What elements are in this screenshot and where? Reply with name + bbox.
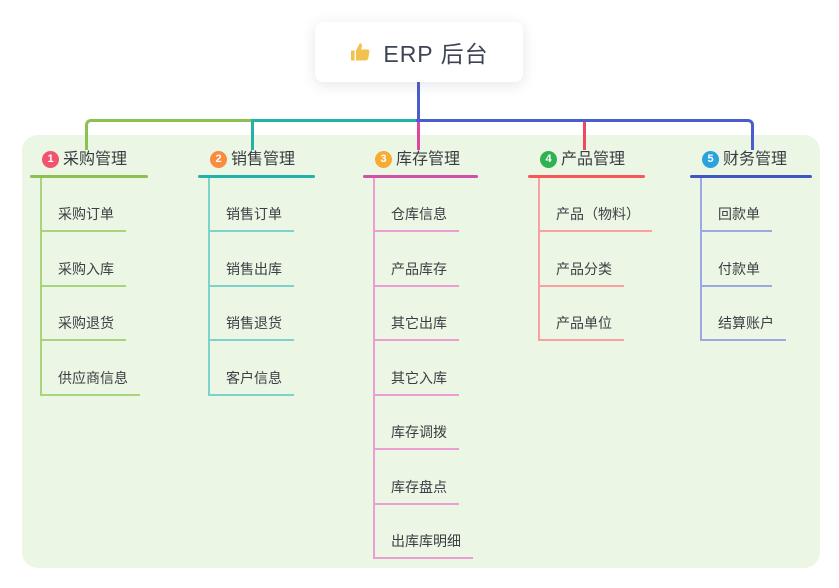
- child-underline: [373, 503, 459, 505]
- child-underline: [538, 285, 624, 287]
- child-node[interactable]: 产品库存: [391, 261, 447, 277]
- branch-badge-5: 5: [702, 151, 719, 168]
- child-node[interactable]: 采购入库: [58, 261, 114, 277]
- branch-badge-2: 2: [210, 151, 227, 168]
- branch-node-5[interactable]: 财务管理: [723, 151, 788, 168]
- child-node[interactable]: 采购订单: [58, 206, 114, 222]
- branch-trunk-line: [700, 178, 702, 341]
- thumbs-up-icon: [349, 40, 373, 64]
- child-node[interactable]: 回款单: [718, 206, 760, 222]
- root-connector-line: [417, 82, 420, 120]
- branch-badge-4: 4: [540, 151, 557, 168]
- child-node[interactable]: 付款单: [718, 261, 760, 277]
- child-node[interactable]: 结算账户: [718, 315, 774, 331]
- child-node[interactable]: 销售出库: [226, 261, 282, 277]
- branch-underline: [30, 175, 148, 178]
- child-node[interactable]: 仓库信息: [391, 206, 447, 222]
- child-node[interactable]: 销售退货: [226, 315, 282, 331]
- child-node[interactable]: 采购退货: [58, 315, 114, 331]
- branch-trunk-line: [538, 178, 540, 341]
- branch-trunk-line: [208, 178, 210, 396]
- bus-segment-right: [416, 119, 754, 150]
- child-underline: [373, 230, 459, 232]
- branch-badge-3: 3: [375, 151, 392, 168]
- child-underline: [208, 285, 294, 287]
- child-underline: [373, 448, 459, 450]
- child-underline: [538, 339, 624, 341]
- branch-node-4[interactable]: 产品管理: [561, 151, 626, 168]
- child-node[interactable]: 产品单位: [556, 315, 612, 331]
- child-underline: [538, 230, 652, 232]
- branch-trunk-line: [40, 178, 42, 396]
- child-underline: [40, 230, 126, 232]
- child-node[interactable]: 库存盘点: [391, 479, 447, 495]
- branches-background-panel: [22, 135, 820, 568]
- child-node[interactable]: 供应商信息: [58, 370, 128, 386]
- child-underline: [700, 339, 786, 341]
- branch-node-3[interactable]: 库存管理: [396, 151, 461, 168]
- child-underline: [208, 394, 294, 396]
- child-node[interactable]: 产品（物料）: [556, 206, 640, 222]
- branch-underline: [528, 175, 645, 178]
- branch4-drop-line: [583, 122, 586, 150]
- branch-underline: [690, 175, 812, 178]
- branch-badge-1: 1: [42, 151, 59, 168]
- child-underline: [700, 230, 772, 232]
- child-underline: [373, 285, 459, 287]
- child-node[interactable]: 产品分类: [556, 261, 612, 277]
- bus-segment-left: [85, 119, 254, 150]
- branch-node-1[interactable]: 采购管理: [63, 151, 128, 168]
- branch3-drop-line: [417, 122, 420, 150]
- child-node[interactable]: 销售订单: [226, 206, 282, 222]
- root-node[interactable]: ERP 后台: [315, 22, 523, 82]
- child-node[interactable]: 其它入库: [391, 370, 447, 386]
- branch-underline: [363, 175, 478, 178]
- child-underline: [40, 285, 126, 287]
- branch-underline: [198, 175, 315, 178]
- child-underline: [208, 339, 294, 341]
- child-underline: [373, 339, 459, 341]
- child-underline: [700, 285, 772, 287]
- bus-segment-middle: [251, 119, 419, 150]
- child-underline: [373, 557, 473, 559]
- child-underline: [208, 230, 294, 232]
- child-underline: [373, 394, 459, 396]
- child-node[interactable]: 库存调拨: [391, 424, 447, 440]
- root-node-label: ERP 后台: [383, 41, 489, 67]
- branch-trunk-line: [373, 178, 375, 559]
- child-underline: [40, 339, 126, 341]
- child-node[interactable]: 其它出库: [391, 315, 447, 331]
- branch-node-2[interactable]: 销售管理: [231, 151, 296, 168]
- child-node[interactable]: 客户信息: [226, 370, 282, 386]
- child-node[interactable]: 出库库明细: [391, 533, 461, 549]
- child-underline: [40, 394, 140, 396]
